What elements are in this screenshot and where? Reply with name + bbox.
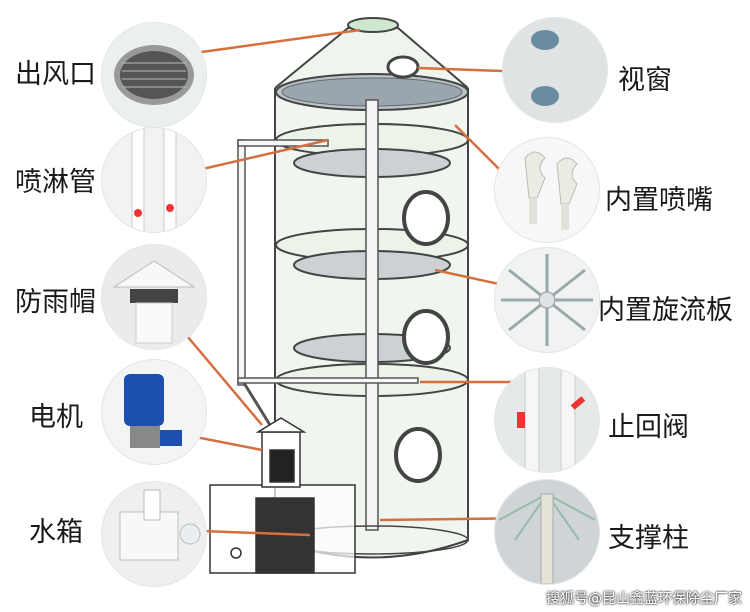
watermark: 搜狐号@昆山鑫蓝环保除尘厂家	[546, 591, 742, 607]
nozzle-label: 内置喷嘴	[605, 185, 713, 216]
motor-label: 电机	[29, 402, 83, 433]
rain-cap-photo	[102, 245, 206, 349]
outlet-photo	[102, 23, 206, 127]
motor-photo	[102, 360, 206, 464]
water-tank-photo	[102, 482, 206, 586]
swirl-plate-photo	[495, 248, 599, 352]
check-valve-label: 止回阀	[608, 412, 689, 443]
tower-body	[274, 17, 469, 559]
nozzle-photo	[495, 138, 599, 242]
motor-and-tank	[209, 417, 356, 574]
spray-pipe-photo	[102, 128, 206, 232]
rain-cap-label: 防雨帽	[15, 287, 96, 318]
external-pipe	[237, 139, 419, 426]
water-tank-label: 水箱	[29, 517, 83, 548]
swirl-plate-label: 内置旋流板	[598, 295, 733, 326]
outlet-label: 出风口	[15, 59, 96, 90]
check-valve-photo	[495, 368, 599, 472]
sight-window-label: 视窗	[618, 65, 672, 96]
sight-window-photo	[503, 18, 607, 122]
support-column-label: 支撑柱	[608, 523, 689, 554]
support-column-photo	[495, 480, 599, 584]
spray-pipe-label: 喷淋管	[15, 167, 96, 198]
